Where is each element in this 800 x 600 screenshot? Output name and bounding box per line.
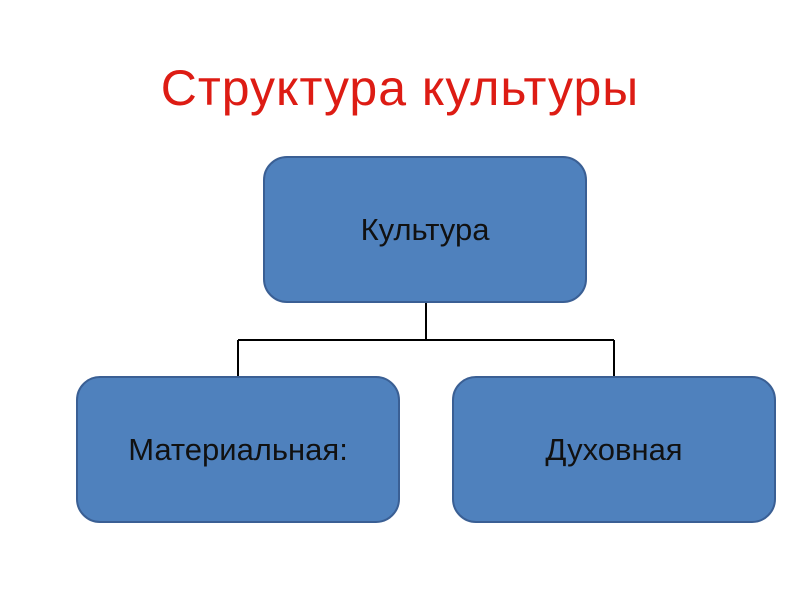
node-culture-label: Культура bbox=[360, 211, 490, 247]
node-spiritual-label: Духовная bbox=[545, 431, 683, 467]
slide-title: Структура культуры bbox=[160, 60, 640, 116]
node-culture: Культура bbox=[263, 156, 587, 303]
node-material: Материальная: bbox=[76, 376, 400, 523]
node-spiritual: Духовная bbox=[452, 376, 776, 523]
node-material-label: Материальная: bbox=[128, 431, 348, 467]
